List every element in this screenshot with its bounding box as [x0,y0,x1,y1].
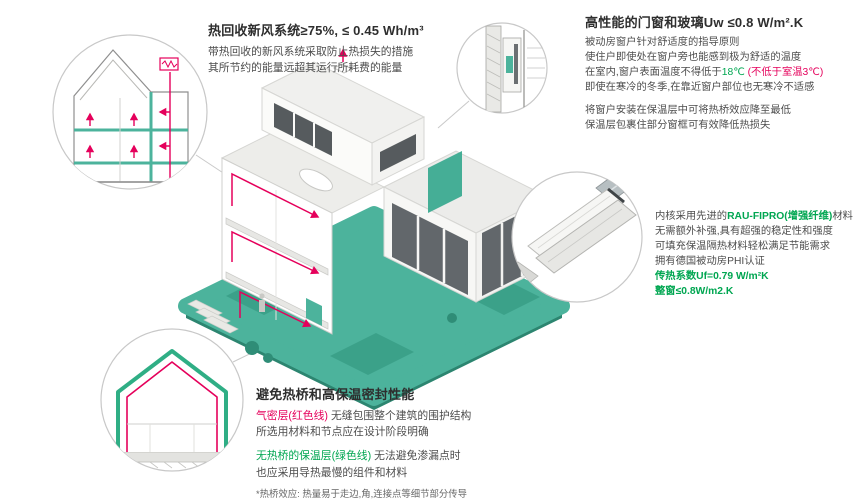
heat-recovery-section: 热回收新风系统≥75%, ≤ 0.45 Wh/m³ 带热回收的新风系统采取防止热… [208,20,508,76]
profile-info-line: 内核采用先进的RAU-FIPRO(增强纤维)材料 [655,210,863,225]
thermal-bridge-title: 避免热桥和高保温密封性能 [256,387,415,402]
bathtub [299,168,333,192]
thermal-bridge-line: 也应采用导热最慢的组件和材料 [256,466,408,479]
heat-recovery-line: 带热回收的新风系统采取防止热损失的措施 [208,46,414,58]
teal-interior-wall [428,151,462,213]
person-figure [259,293,265,312]
profile-line1-pre: 内核采用先进的 [655,211,728,222]
whole-window-value-line: 整窗≤0.8W/m2.K [655,285,734,297]
thermal-bridge-footnote: *热桥效应: 热量易于走边,角,连接点等细节部分传导 [256,487,467,499]
profile-material-name: RAU-FIPRO(增强纤维) [727,211,833,222]
hvac-unit [306,298,322,326]
windows-info-line: 即使在寒冷的冬季,在靠近窗户部位也无寒冷不适感 [585,81,815,93]
thermal-bridge-detail-circle [100,328,244,472]
ventilation-ducts [231,172,320,328]
insulation-layer-line-text: 无热桥的保温层(绿色线) 无法避免渗漏点时 [256,448,586,464]
insulation-layer-desc: 无法避免渗漏点时 [371,450,461,463]
thermal-bridge-section: 避免热桥和高保温密封性能 气密层(红色线) 无缝包围整个建筑的围护结构 所选用材… [256,384,586,501]
windows-info-line: 在室内,窗户表面温度不得低于18℃ (不低于室温3℃) [585,66,861,81]
windows-line3-temp: 18℃ [721,66,745,78]
windows-line3-text: 在室内,窗户表面温度不得低于 [585,66,722,78]
airtight-layer-line-text: 气密层(红色线) 无缝包围整个建筑的围护结构 [256,408,586,424]
profile-info-line: 拥有德国被动房PHI认证 [655,255,765,267]
heat-recovery-title: 热回收新风系统≥75%, ≤ 0.45 Wh/m³ [208,23,424,38]
heat-recovery-cross-section [60,49,200,183]
profile-info-line: 无需额外补强,具有超强的稳定性和强度 [655,225,833,237]
insulation-layer-label: 无热桥的保温层(绿色线) [256,450,372,463]
windows-glass-title: 高性能的门窗和玻璃Uw ≤0.8 W/m².K [585,15,804,30]
airtight-layer-desc: 无缝包围整个建筑的围护结构 [327,410,472,422]
windows-info-line: 使住户即使处在窗户旁也能感到极为舒适的温度 [585,51,802,63]
windows-info-line: 将窗户安装在保温层中可将热桥效应降至最低 [585,104,791,116]
u-value-line: 传热系数Uf=0.79 W/m²K [655,270,769,282]
roof-vent [332,63,354,74]
heat-recovery-detail-circle [52,34,208,190]
windows-info-line: 被动房窗户针对舒适度的指导原则 [585,37,740,48]
thermal-bridge-line: 所选用材料和节点应在设计阶段明确 [256,426,429,439]
heat-recovery-line: 其所节约的能量远超其运行所耗费的能量 [208,62,403,75]
window-section-detail-circle [456,22,548,114]
windows-glass-section: 高性能的门窗和玻璃Uw ≤0.8 W/m².K 被动房窗户针对舒适度的指导原则 … [585,12,861,134]
window-profile-detail-circle [511,171,643,303]
thermal-bridge-cross-section [103,349,241,469]
profile-line1-post: 材料 [832,211,853,222]
profile-material-section: 内核采用先进的RAU-FIPRO(增强纤维)材料 无需额外补强,具有超强的稳定性… [655,210,863,300]
main-house-illustration [178,48,570,410]
upper-story [260,48,426,186]
entry-steps [187,299,239,334]
windows-line3-note: (不低于室温3℃) [744,66,824,78]
airtight-layer-line [126,361,218,452]
window-section-drawing [485,25,545,113]
main-volume-cutaway [220,131,386,335]
airtight-layer-label: 气密层(红色线) [256,410,328,422]
insulation-layer-line [116,349,228,452]
profile-info-line: 可填充保温隔热材料轻松满足节能需求 [655,240,831,252]
bushes [245,313,457,363]
windows-info-line: 保温层包裹住部分窗框可有效降低热损失 [585,119,771,131]
